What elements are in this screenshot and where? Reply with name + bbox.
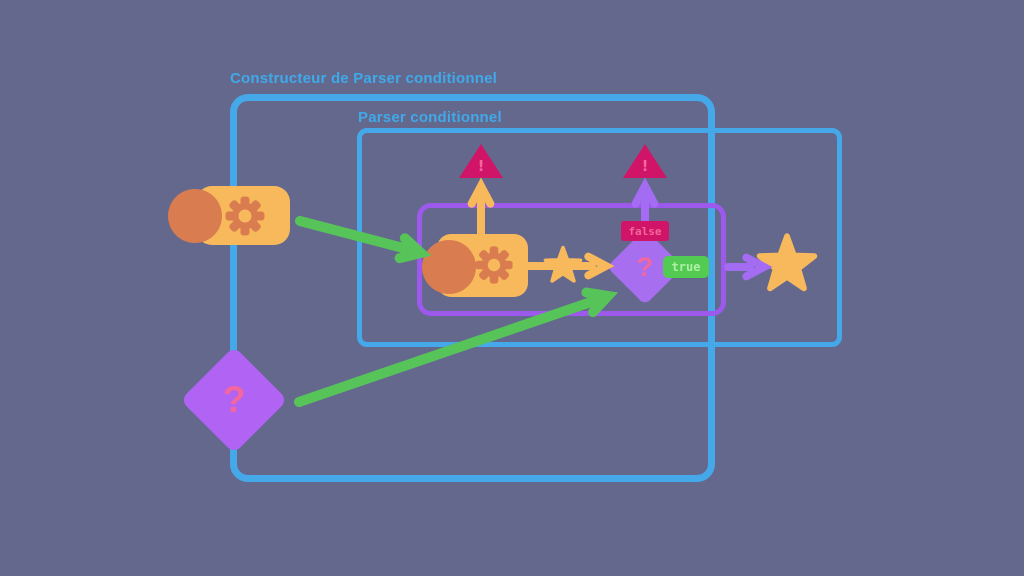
result-star-icon (540, 243, 586, 289)
constructor-box-title: Constructeur de Parser conditionnel (230, 70, 498, 87)
question-mark: ? (222, 378, 246, 420)
parser-box-title: Parser conditionnel (358, 109, 502, 126)
question-mark: ? (636, 251, 654, 282)
false-badge: false (621, 221, 669, 241)
exclamation-mark: ! (641, 157, 649, 175)
parser-input-circle (422, 240, 476, 294)
exclamation-mark: ! (477, 157, 485, 175)
true-badge: true (663, 256, 709, 278)
pipeline-parser-unit (422, 234, 528, 297)
input-parser-unit (168, 186, 290, 246)
gear-icon (473, 244, 515, 286)
gear-icon (223, 194, 267, 238)
parser-input-circle (168, 189, 222, 243)
output-star-icon (751, 229, 823, 301)
constructor-box (230, 94, 715, 482)
